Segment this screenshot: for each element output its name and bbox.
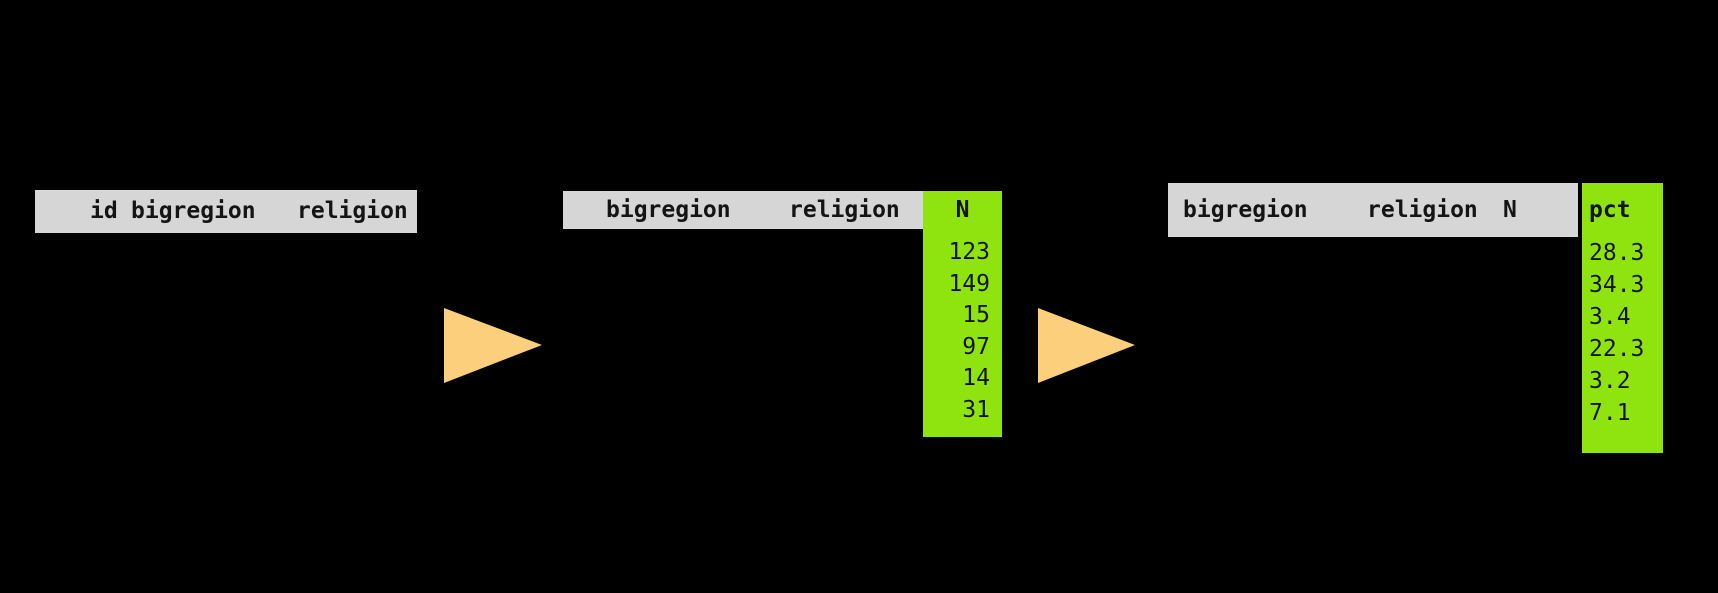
table2-highlight-values: 123 149 15 97 14 31 [923,237,1002,426]
table3-header-bar: bigregion religion N [1168,183,1578,237]
table-cell: 123 [948,239,990,265]
table-cell: 3.2 [1589,368,1631,394]
table1-column-bigregion: bigregion [131,198,256,224]
table-cell: 3.4 [1589,304,1631,330]
table2-highlight-header: N [955,197,970,223]
table3-highlight-column: pct 28.3 34.3 3.4 22.3 3.2 7.1 [1582,183,1663,453]
right-arrow-icon [1038,308,1135,383]
table-cell: 14 [962,365,990,391]
table3-highlight-values: 28.3 34.3 3.4 22.3 3.2 7.1 [1582,237,1663,429]
table2-header-bar: bigregion religion [563,191,923,229]
table-cell: 7.1 [1589,400,1631,426]
table2-highlight-column: N 123 149 15 97 14 31 [923,191,1002,437]
table1-header-bar: id bigregion religion [35,190,417,233]
table-cell: 22.3 [1589,336,1645,362]
table-cell: 15 [962,302,990,328]
table1-column-religion: religion [297,198,408,224]
table3-column-bigregion: bigregion [1183,197,1308,223]
table3-highlight-header: pct [1589,197,1631,223]
table-cell: 28.3 [1589,240,1645,266]
table-cell: 149 [948,270,990,297]
table2-column-bigregion: bigregion [606,197,731,223]
table-cell: 34.3 [1589,272,1645,298]
table-cell: 31 [962,396,990,423]
table1-column-id: id [90,198,118,224]
table3-column-religion: religion [1367,197,1478,223]
table-cell: 97 [962,333,990,360]
table2-column-religion: religion [789,197,900,223]
table3-column-n: N [1503,197,1517,223]
right-arrow-icon [444,308,542,383]
